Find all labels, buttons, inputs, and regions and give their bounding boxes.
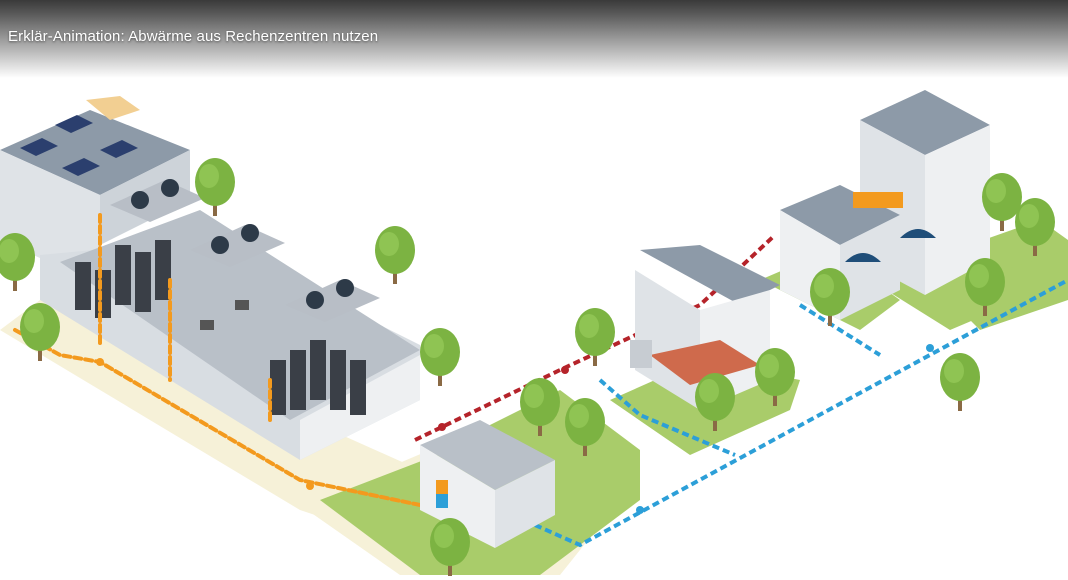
single-family-house [630,245,780,410]
cooling-fan [110,179,380,322]
heat-pump-station [420,420,555,548]
data-center-building [0,96,420,460]
apartment-building [780,90,990,320]
solar-panel [20,96,140,176]
server-rack [75,240,366,415]
video-title-overlay [0,0,1068,78]
cold-water-pipe [534,278,1068,548]
video-title[interactable]: Erklär-Animation: Abwärme aus Rechenzent… [8,28,379,45]
